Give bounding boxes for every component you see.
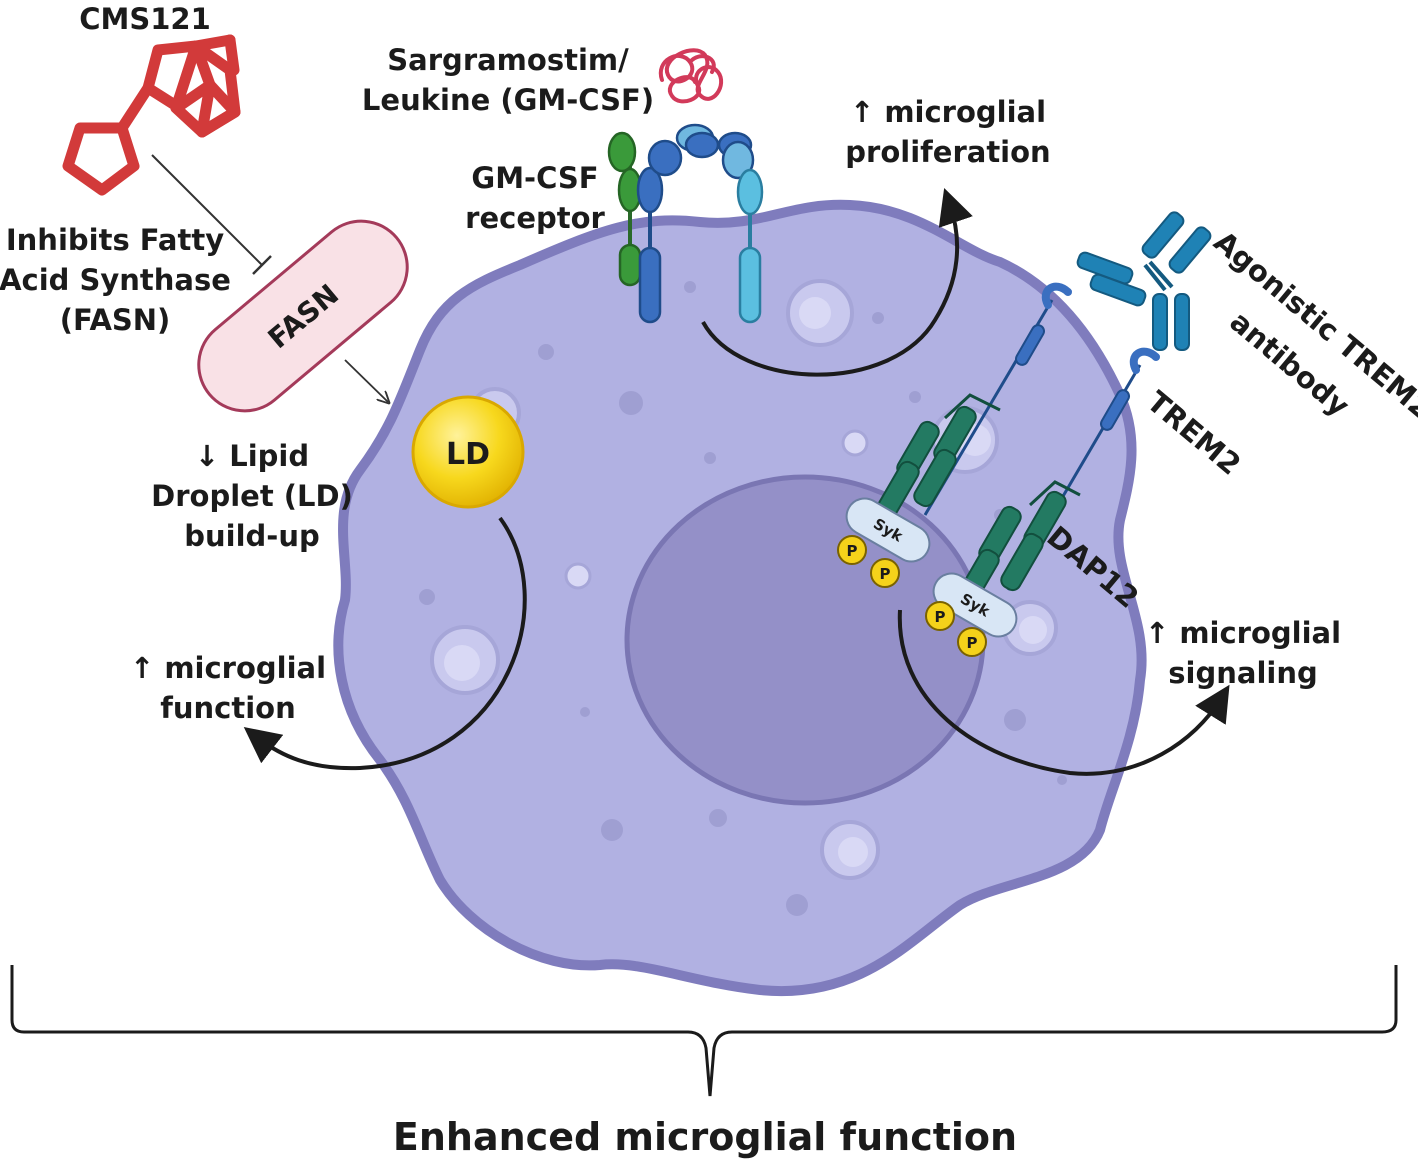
signaling-label-line2: signaling	[1168, 656, 1317, 690]
gmcsf-receptor	[607, 123, 764, 324]
ld-label: LD	[446, 437, 490, 472]
trem2-antibody	[1076, 211, 1212, 351]
inhibition-bar	[252, 255, 272, 275]
proliferation-label-line1: ↑ microglial	[850, 95, 1046, 129]
proliferation-label-line2: proliferation	[845, 135, 1050, 169]
syk-kinase-2: Syk	[932, 572, 1018, 638]
lipid-droplet: LD	[411, 395, 525, 509]
syk-kinase-1: Syk	[845, 497, 931, 563]
fasn-enzyme: FASN	[197, 219, 409, 413]
function-arrow	[243, 516, 527, 771]
cms121-label: CMS121	[79, 2, 211, 36]
sargramostim-label-line1: Sargramostim/	[387, 43, 629, 77]
phospho-label-3: P	[935, 608, 946, 626]
fasn-to-ld-arrow	[344, 359, 388, 402]
sargramostim-label-line2: Leukine (GM-CSF)	[362, 83, 654, 117]
dap12-link-2	[1028, 480, 1081, 507]
function-label-line1: ↑ microglial	[130, 651, 326, 685]
outcome-label: Enhanced microglial function	[393, 1115, 1017, 1159]
nucleus	[624, 474, 986, 806]
dap12-link-1	[943, 393, 1001, 420]
signaling-label-line1: ↑ microglial	[1145, 616, 1341, 650]
cms121-molecule	[62, 34, 241, 196]
inhibits-label-line2: Acid Synthase	[0, 263, 231, 297]
phospho-label-1: P	[847, 542, 858, 560]
trem2-label: TREM2	[1141, 384, 1248, 481]
inhibits-label-line1: Inhibits Fatty	[6, 223, 224, 257]
proliferation-arrow	[701, 187, 973, 377]
lipid-label-line1: ↓ Lipid	[195, 439, 309, 473]
function-label-line2: function	[160, 691, 295, 725]
gmcsf-receptor-label-line2: receptor	[465, 201, 605, 235]
phospho-label-4: P	[967, 634, 978, 652]
inhibition-line	[151, 154, 263, 266]
signaling-arrow	[897, 609, 1230, 776]
lipid-label-line3: build-up	[184, 519, 319, 553]
gmcsf-receptor-label-line1: GM-CSF	[471, 161, 598, 195]
gmcsf-protein	[658, 48, 724, 104]
lipid-label-line2: Droplet (LD)	[151, 479, 353, 513]
phospho-label-2: P	[880, 565, 891, 583]
outcome-brace	[10, 965, 1398, 1097]
inhibits-label-line3: (FASN)	[60, 303, 171, 337]
phosphate-groups: P P P P	[837, 535, 987, 657]
